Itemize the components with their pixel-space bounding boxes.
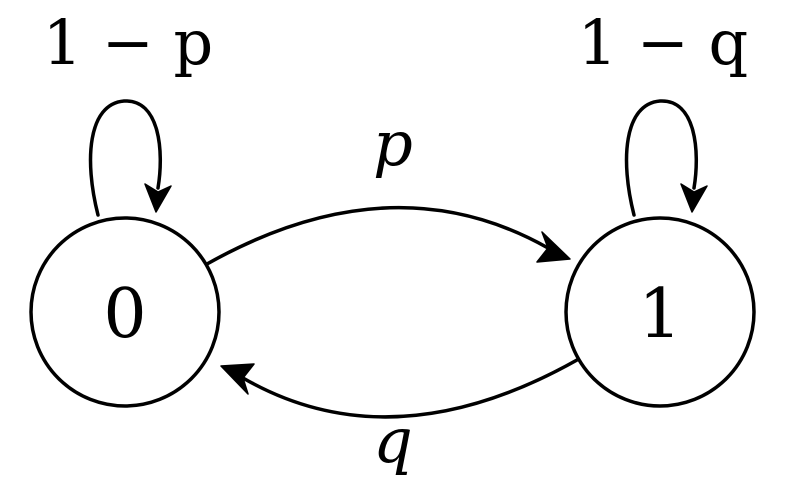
edge-0-to-1-arrowhead bbox=[536, 231, 571, 263]
self-loop-1-arrowhead bbox=[680, 183, 708, 213]
state-0-label: 0 bbox=[103, 275, 146, 354]
edge-0-to-1-label: p bbox=[373, 107, 413, 180]
self-loop-0-arrowhead bbox=[144, 183, 172, 213]
edge-0-to-1-path bbox=[205, 205, 550, 266]
self-loop-1: 1 − q bbox=[578, 6, 749, 217]
state-1: 1 bbox=[564, 216, 756, 408]
edge-1-to-0-label: q bbox=[373, 404, 413, 477]
state-1-label: 1 bbox=[638, 275, 681, 354]
self-loop-0: 1 − p bbox=[43, 6, 214, 217]
state-0-circle bbox=[29, 216, 221, 408]
self-loop-0-label: 1 − p bbox=[43, 6, 214, 79]
edge-0-to-1: p bbox=[205, 107, 571, 266]
edge-1-to-0: q bbox=[220, 358, 579, 477]
self-loop-1-path bbox=[624, 99, 699, 217]
state-0: 0 bbox=[29, 216, 221, 408]
edge-1-to-0-path bbox=[241, 358, 579, 419]
self-loop-0-path bbox=[88, 99, 163, 217]
self-loop-1-label: 1 − q bbox=[578, 6, 749, 79]
edge-1-to-0-arrowhead bbox=[220, 363, 255, 395]
state-1-circle bbox=[564, 216, 756, 408]
